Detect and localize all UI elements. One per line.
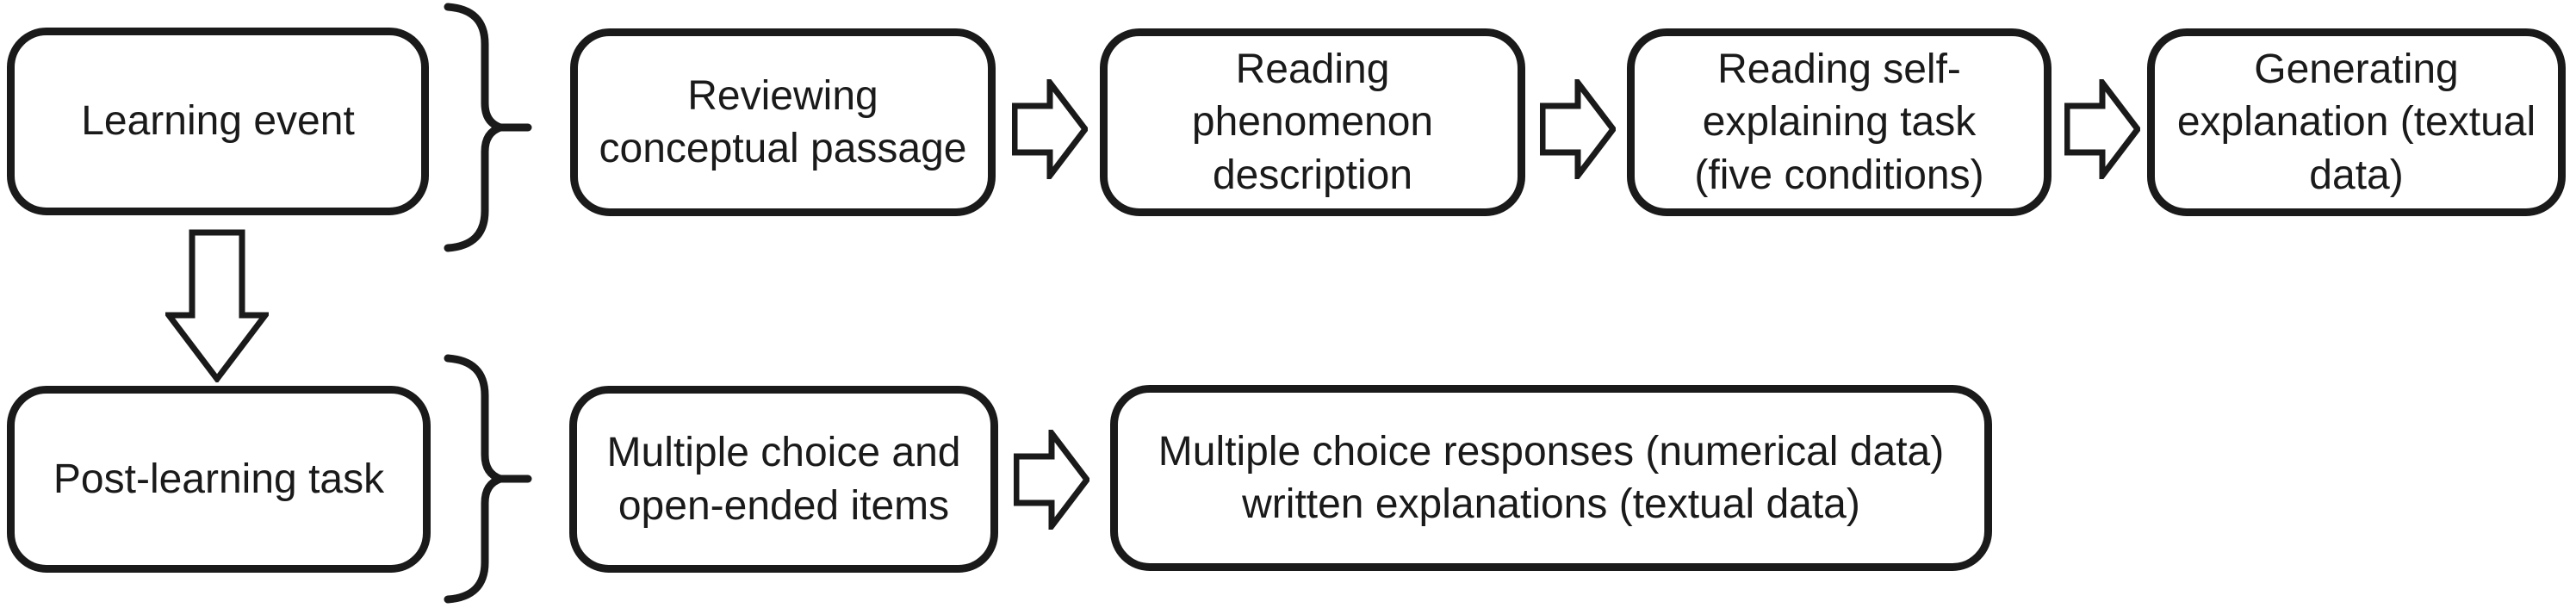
multiple-choice-responses-box: Multiple choice responses (numerical dat… — [1110, 385, 1992, 571]
right-arrow-icon — [1540, 79, 1616, 179]
down-arrow-icon — [165, 229, 269, 382]
reviewing-conceptual-passage-box: Reviewing conceptual passage — [570, 28, 996, 216]
right-arrow-icon — [2064, 79, 2140, 179]
curly-brace-icon — [443, 2, 532, 253]
reading-self-explaining-task-box: Reading self- explaining task (five cond… — [1627, 28, 2051, 216]
right-arrow-icon — [1012, 79, 1088, 179]
post-learning-task-box: Post-learning task — [7, 386, 431, 573]
right-arrow-icon — [1014, 430, 1089, 530]
learning-event-box: Learning event — [7, 28, 429, 215]
multiple-choice-items-box: Multiple choice and open-ended items — [569, 386, 998, 573]
generating-explanation-box: Generating explanation (textual data) — [2147, 28, 2566, 216]
reading-phenomenon-description-box: Reading phenomenon description — [1100, 28, 1525, 216]
curly-brace-icon — [443, 353, 532, 605]
